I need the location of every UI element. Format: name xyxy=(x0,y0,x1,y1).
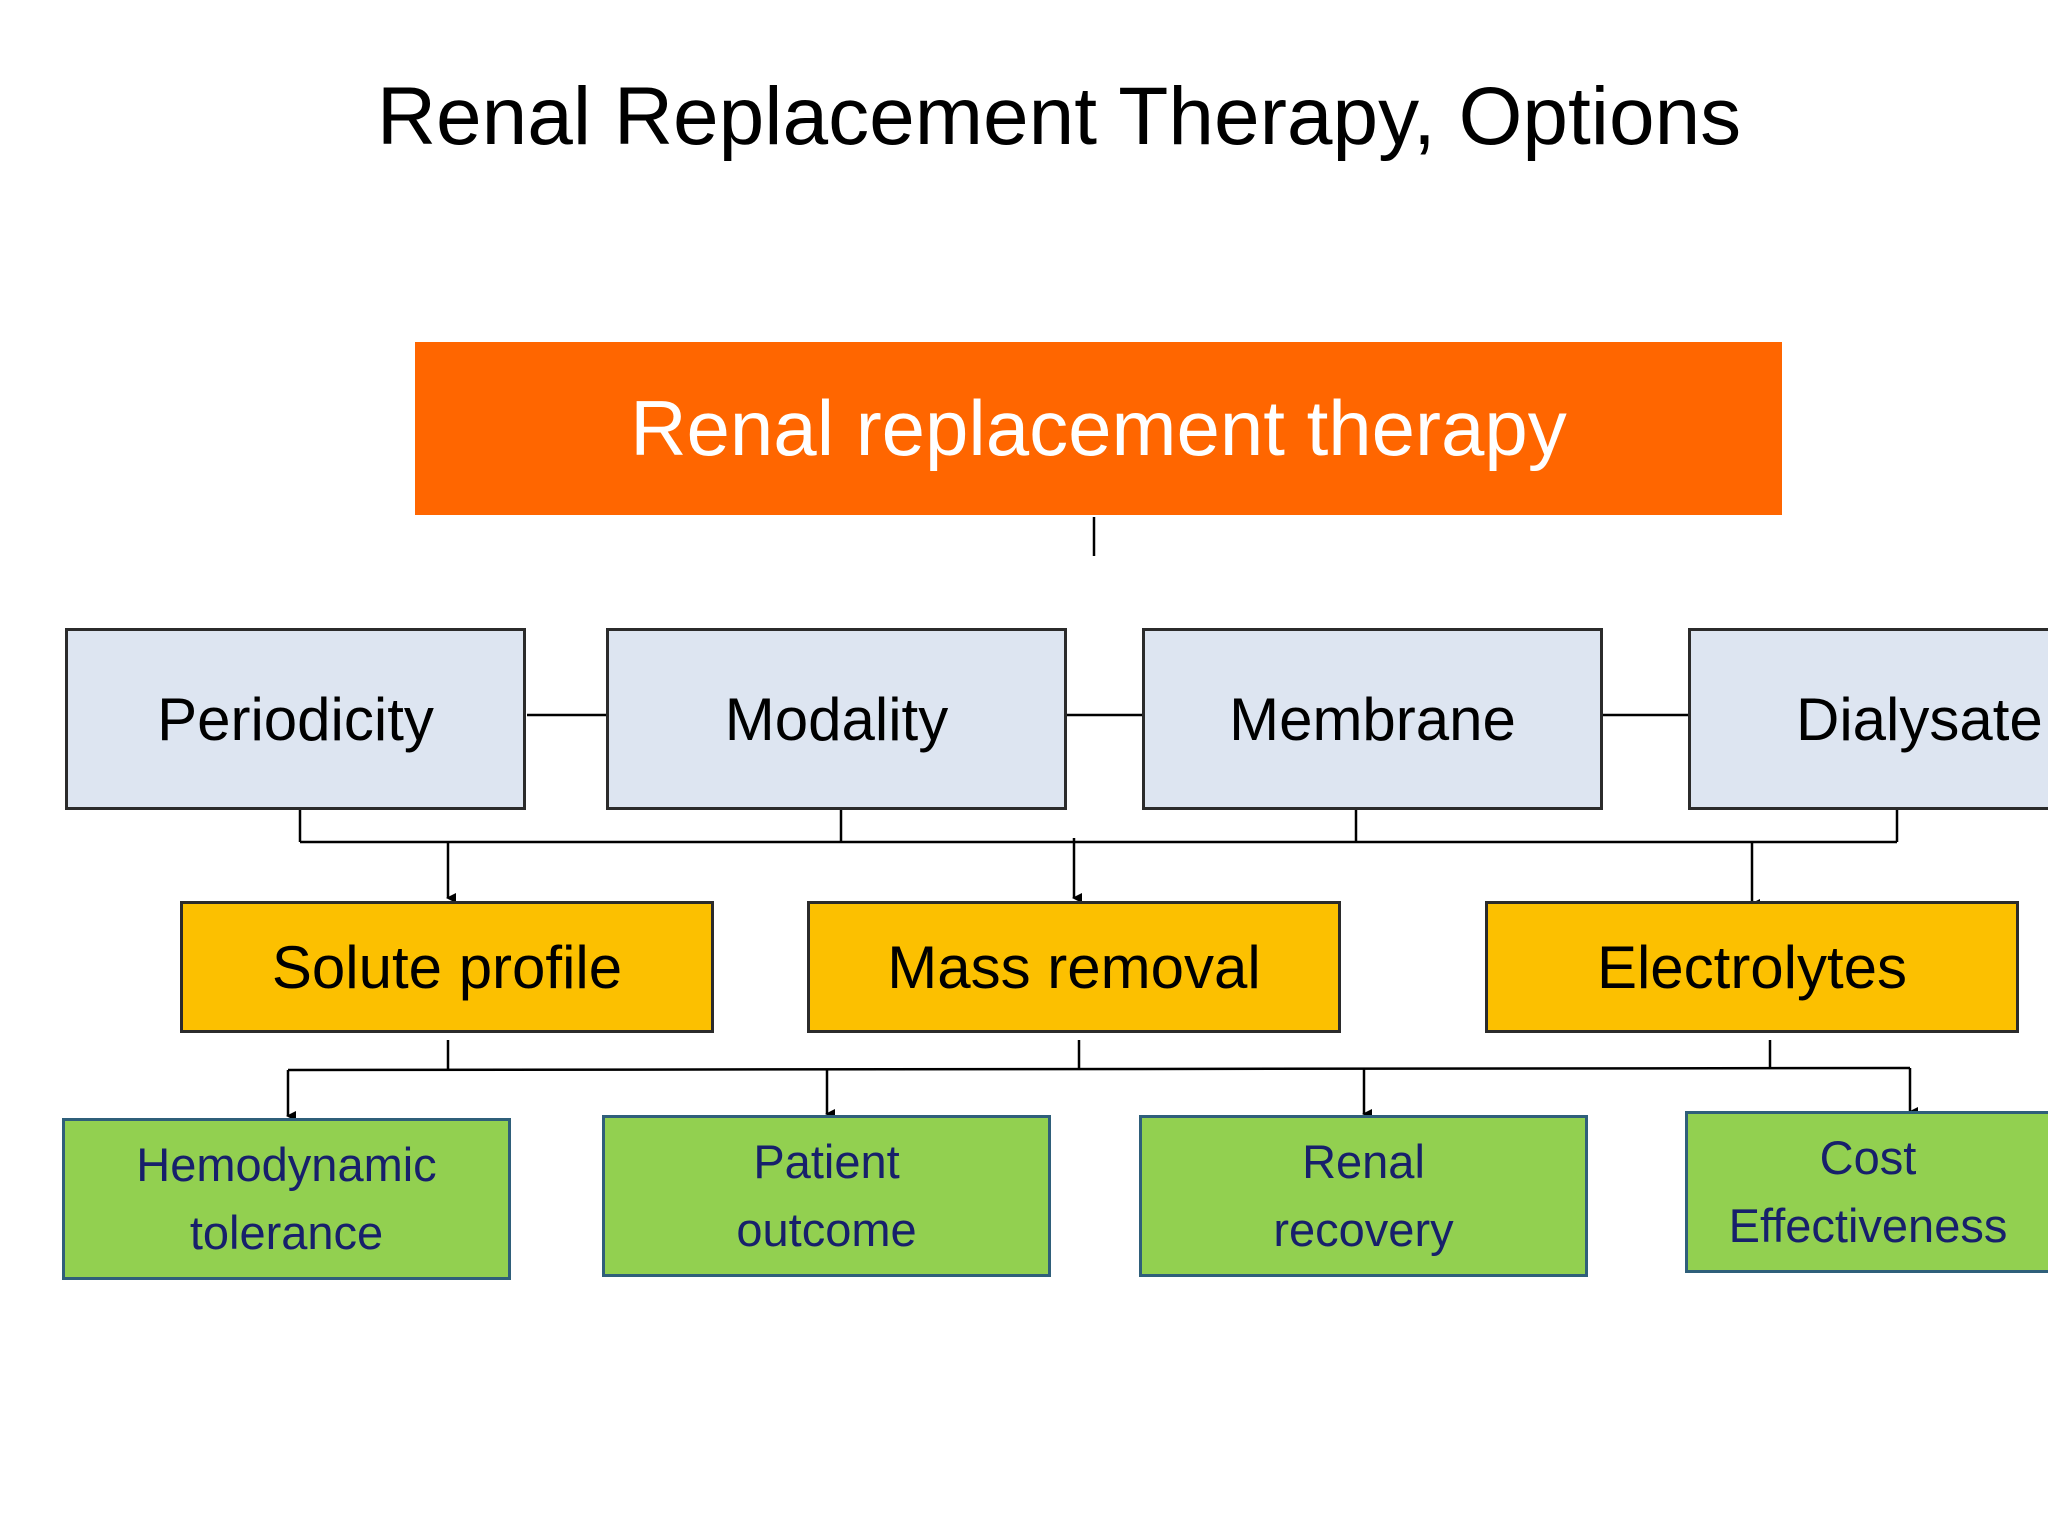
factor-box-membrane: Membrane xyxy=(1142,628,1603,810)
outcome-label-line2: recovery xyxy=(1273,1203,1454,1256)
factor-label: Membrane xyxy=(1229,685,1516,753)
root-label: Renal replacement therapy xyxy=(630,384,1567,472)
root-box: Renal replacement therapy xyxy=(415,342,1782,515)
target-bus xyxy=(287,1066,1911,1072)
target-label: Solute profile xyxy=(271,933,623,1001)
factor-box-modality: Modality xyxy=(606,628,1067,810)
slide-title: Renal Replacement Therapy, Options xyxy=(376,71,1742,162)
factor-label: Modality xyxy=(724,685,949,753)
outcome-label-line1: Patient xyxy=(753,1134,900,1188)
outcome-box-hemodynamic-tolerance: Hemodynamic tolerance xyxy=(62,1118,511,1280)
target-box-solute-profile: Solute profile xyxy=(180,901,714,1033)
outcome-box-renal-recovery: Renal recovery xyxy=(1139,1115,1588,1277)
target-box-electrolytes: Electrolytes xyxy=(1485,901,2019,1033)
outcome-box-patient-outcome: Patient outcome xyxy=(602,1115,1051,1277)
factor-box-dialysate: Dialysate xyxy=(1688,628,2048,810)
target-box-mass-removal: Mass removal xyxy=(807,901,1341,1033)
factor-label: Periodicity xyxy=(157,685,434,753)
factor-label: Dialysate xyxy=(1796,685,2043,753)
outcome-label-line2: Effectiveness xyxy=(1728,1199,2008,1252)
outcome-box-cost-effectiveness: Cost Effectiveness xyxy=(1685,1111,2048,1273)
factor-box-periodicity: Periodicity xyxy=(65,628,526,810)
outcome-label-line2: tolerance xyxy=(189,1206,384,1259)
outcome-label-line1: Renal xyxy=(1302,1134,1425,1188)
target-label: Mass removal xyxy=(887,933,1261,1001)
target-label: Electrolytes xyxy=(1596,933,1908,1001)
outcome-label-line2: outcome xyxy=(736,1203,917,1256)
outcome-label-line1: Hemodynamic xyxy=(136,1137,437,1191)
outcome-label-line1: Cost xyxy=(1819,1130,1917,1184)
